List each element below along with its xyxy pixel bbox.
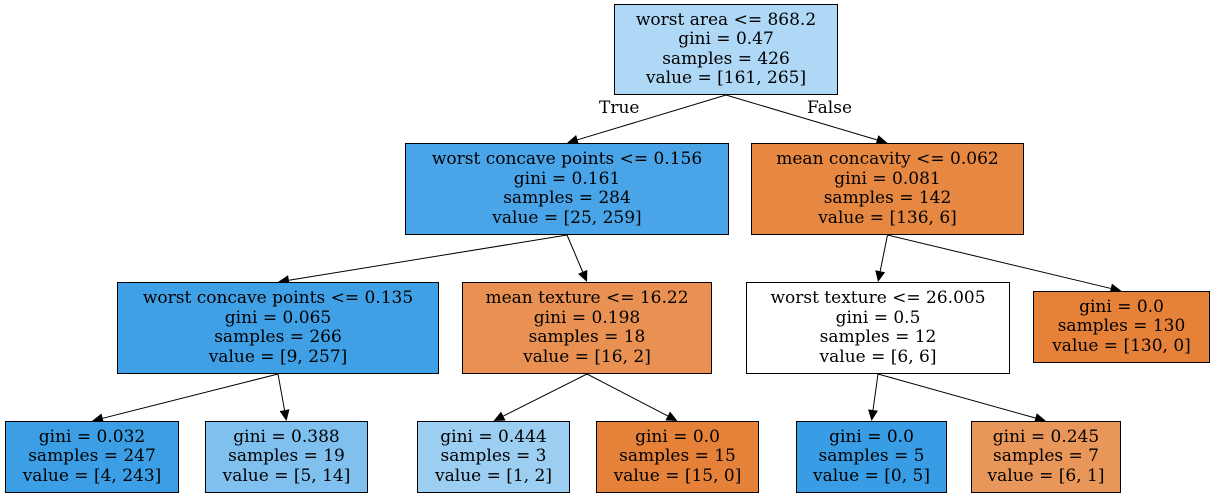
node-value: value = [136, 6] — [818, 207, 957, 228]
edge-label-true: True — [599, 98, 640, 118]
node-gini: gini = 0.245 — [992, 426, 1100, 447]
node-value: value = [25, 259] — [492, 207, 642, 228]
node-value: value = [6, 1] — [987, 465, 1105, 486]
edge-line — [725, 94, 878, 141]
node-samples: samples = 19 — [228, 446, 345, 467]
tree-node: worst concave points <= 0.156 gini = 0.1… — [405, 143, 729, 235]
node-samples: samples = 12 — [819, 327, 937, 347]
node-value: value = [16, 2] — [523, 346, 651, 367]
edge-arrowhead — [92, 413, 104, 424]
edge-line — [887, 234, 1111, 289]
node-gini: gini = 0.198 — [533, 307, 641, 328]
node-samples: samples = 130 — [1057, 316, 1186, 337]
node-gini: gini = 0.161 — [513, 168, 621, 189]
edge-arrowhead — [279, 409, 290, 421]
node-gini: gini = 0.0 — [635, 426, 720, 447]
node-split: mean concavity <= 0.062 — [776, 149, 999, 169]
edge-arrowhead — [875, 135, 888, 145]
node-split: mean texture <= 16.22 — [485, 288, 689, 308]
node-samples: samples = 247 — [28, 446, 156, 467]
edge-arrowhead — [493, 411, 506, 421]
node-gini: gini = 0.5 — [835, 307, 921, 328]
node-value: value = [5, 14] — [222, 465, 351, 486]
node-gini: gini = 0.065 — [224, 307, 332, 328]
edge-arrowhead — [1109, 283, 1122, 294]
node-samples: samples = 142 — [823, 188, 952, 208]
node-gini: gini = 0.032 — [38, 426, 146, 447]
node-split: worst area <= 868.2 — [635, 9, 817, 30]
tree-node-leaf: gini = 0.245 samples = 7 value = [6, 1] — [971, 421, 1121, 493]
tree-node: worst concave points <= 0.135 gini = 0.0… — [117, 282, 439, 374]
node-gini: gini = 0.388 — [233, 426, 340, 447]
edge-line — [288, 234, 568, 281]
tree-node-leaf: gini = 0.032 samples = 247 value = [4, 2… — [5, 421, 179, 493]
node-split: worst concave points <= 0.135 — [142, 288, 414, 308]
edge-arrowhead — [665, 411, 678, 421]
tree-node-leaf: gini = 0.0 samples = 15 value = [15, 0] — [596, 421, 759, 493]
node-value: value = [9, 257] — [208, 346, 348, 367]
edge-line — [877, 373, 1036, 419]
edge-line — [102, 373, 279, 419]
node-samples: samples = 7 — [993, 446, 1099, 467]
node-split: worst concave points <= 0.156 — [431, 149, 703, 169]
edge-arrowhead — [875, 270, 886, 282]
node-samples: samples = 266 — [214, 327, 342, 347]
tree-node: mean concavity <= 0.062 gini = 0.081 sam… — [751, 143, 1024, 235]
tree-node-leaf: gini = 0.0 samples = 130 value = [130, 0… — [1033, 291, 1210, 363]
tree-node: mean texture <= 16.22 gini = 0.198 sampl… — [462, 282, 712, 374]
edge-line — [577, 94, 727, 141]
tree-node-leaf: gini = 0.0 samples = 5 value = [0, 5] — [796, 421, 947, 493]
edge-line — [586, 373, 668, 417]
edge-arrowhead — [567, 135, 579, 145]
edge-line — [277, 373, 286, 411]
node-value: value = [6, 6] — [819, 346, 937, 367]
edge-line — [566, 234, 584, 273]
node-gini: gini = 0.081 — [834, 168, 941, 189]
node-value: value = [1, 2] — [435, 465, 552, 486]
edge-line — [879, 234, 888, 272]
tree-node-leaf: gini = 0.388 samples = 19 value = [5, 14… — [205, 421, 368, 493]
tree-node-leaf: gini = 0.444 samples = 3 value = [1, 2] — [417, 421, 570, 493]
edge-arrowhead — [1034, 413, 1046, 423]
node-samples: samples = 5 — [818, 446, 925, 467]
node-value: value = [15, 0] — [613, 465, 742, 486]
node-value: value = [161, 265] — [645, 68, 807, 88]
edge-line — [872, 373, 879, 411]
tree-node: worst texture <= 26.005 gini = 0.5 sampl… — [746, 282, 1010, 374]
node-gini: gini = 0.47 — [678, 29, 774, 49]
node-value: value = [4, 243] — [22, 465, 162, 486]
node-value: value = [130, 0] — [1052, 335, 1191, 356]
edge-arrowhead — [868, 409, 878, 421]
edge-arrowhead — [578, 269, 588, 282]
node-split: worst texture <= 26.005 — [770, 288, 986, 308]
node-samples: samples = 284 — [503, 188, 631, 208]
node-gini: gini = 0.444 — [440, 426, 547, 447]
edge-label-false: False — [807, 98, 852, 118]
node-samples: samples = 3 — [440, 446, 547, 467]
tree-node-root: worst area <= 868.2 gini = 0.47 samples … — [614, 4, 838, 95]
node-value: value = [0, 5] — [813, 465, 930, 486]
node-gini: gini = 0.0 — [1079, 296, 1164, 317]
node-gini: gini = 0.0 — [829, 426, 914, 447]
node-samples: samples = 15 — [619, 446, 736, 467]
node-samples: samples = 426 — [662, 48, 790, 69]
node-samples: samples = 18 — [528, 327, 646, 347]
edge-line — [503, 373, 588, 417]
